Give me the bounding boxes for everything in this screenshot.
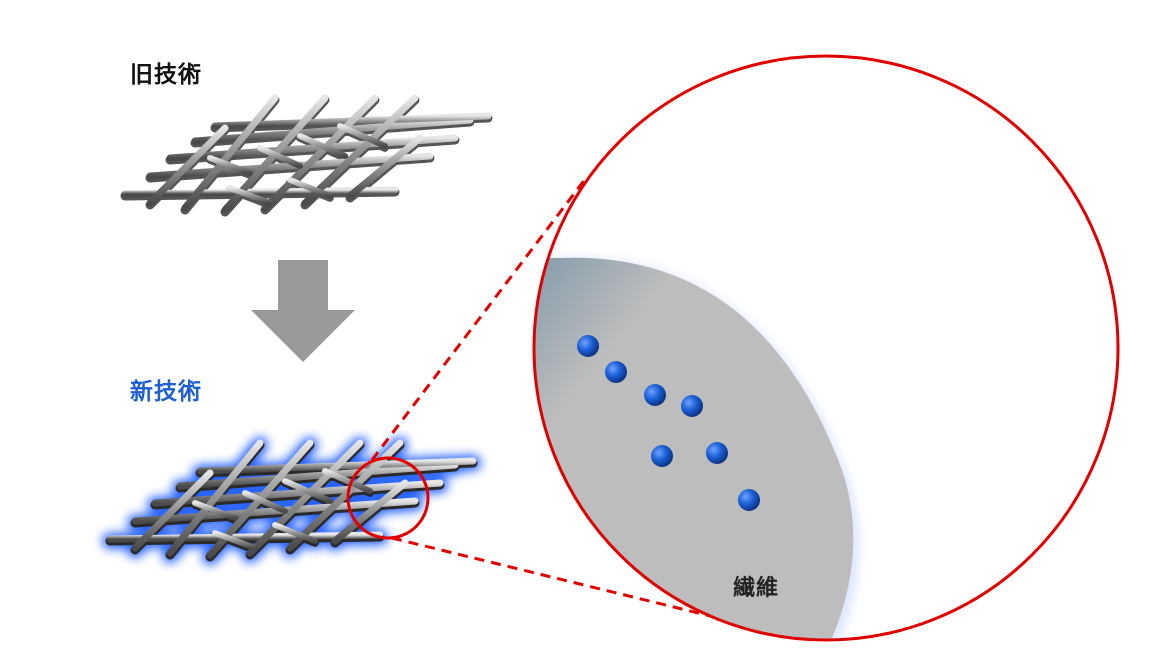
particle [681, 395, 703, 417]
new-fiber-mesh [102, 437, 481, 565]
down-arrow-icon [251, 260, 355, 362]
fiber-rod [121, 186, 399, 198]
zoomed-fiber-view [534, 56, 1118, 640]
fiber-rod [207, 155, 253, 176]
fiber-rod [337, 123, 388, 149]
fiber-rod [331, 479, 409, 545]
old-technology-label: 旧技術 [130, 62, 202, 88]
particle [577, 335, 599, 357]
fiber-rod [106, 531, 384, 543]
fiber-rod [131, 497, 419, 525]
fiber-rod [297, 133, 348, 159]
fiber-rod [166, 134, 459, 162]
fiber-rod [192, 500, 238, 521]
fiber-rod [301, 94, 419, 207]
particle [644, 384, 666, 406]
new-technology-label: 新技術 [130, 379, 202, 405]
zoom-circle [532, 54, 1120, 642]
fiber-rod [146, 152, 434, 180]
particle [605, 361, 627, 383]
fiber-rod [286, 439, 404, 552]
fiber-rod [346, 134, 424, 200]
old-fiber-mesh [120, 94, 493, 217]
fiber-rod [227, 185, 273, 206]
fiber-rod [272, 522, 318, 544]
fiber-rod [242, 490, 288, 514]
particles [577, 335, 760, 511]
fiber-rod [261, 94, 379, 212]
particle [738, 489, 760, 511]
fiber-rod [146, 124, 229, 207]
fiber-rod [282, 478, 333, 504]
fiber-rod [287, 177, 333, 199]
fiber-rod [131, 469, 214, 552]
fiber-rod [246, 439, 364, 557]
fiber-rod [166, 439, 264, 557]
fiber-rod [212, 530, 258, 551]
fiber-label: 繊維 [733, 576, 780, 601]
particle [651, 445, 673, 467]
fiber-rod [322, 468, 373, 494]
zoom-source-circle [346, 456, 430, 540]
particle [706, 442, 728, 464]
fiber-rod [151, 479, 444, 507]
zoom-connector-top [370, 177, 588, 461]
fiber-rod [257, 145, 303, 169]
fiber-rod [181, 94, 279, 212]
zoom-connector-bottom [391, 536, 736, 624]
